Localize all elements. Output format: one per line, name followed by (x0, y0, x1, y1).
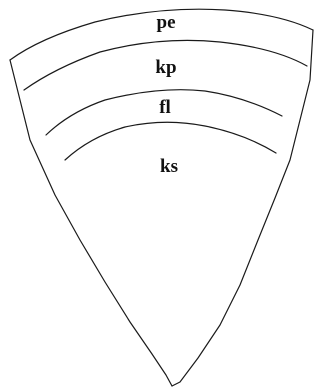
arc-fl-ks (65, 122, 276, 160)
layer-label-kp: kp (155, 57, 176, 78)
layer-label-ks: ks (160, 156, 178, 177)
layer-label-fl: fl (159, 97, 171, 118)
wedge-left-edge (10, 60, 172, 386)
wedge-right-edge (172, 30, 313, 386)
layer-label-pe: pe (157, 12, 176, 33)
